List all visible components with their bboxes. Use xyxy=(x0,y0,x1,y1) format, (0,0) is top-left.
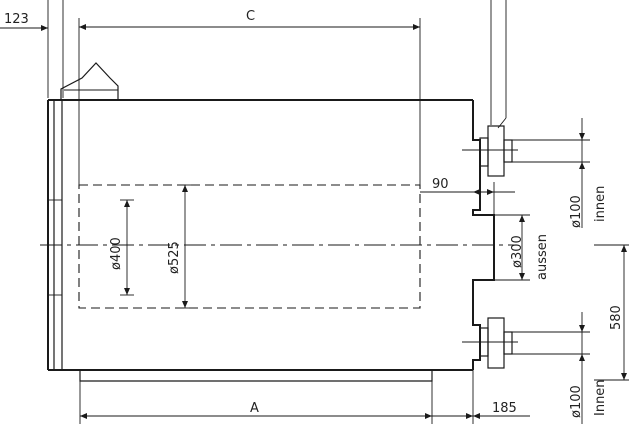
dim-580-label: 580 xyxy=(609,305,624,330)
dim-400-label: ø400 xyxy=(109,237,124,270)
dim-c: C xyxy=(62,0,421,185)
dim-a: A xyxy=(79,381,433,424)
dim-300-sub: aussen xyxy=(535,234,550,280)
dim-185: 185 xyxy=(432,370,530,424)
dim-123-label: 123 xyxy=(4,12,29,27)
dim-580: 580 xyxy=(594,244,629,381)
dim-300-label: ø300 xyxy=(510,235,525,268)
inner-cylinder-outline xyxy=(78,184,421,309)
dim-300: ø300 aussen xyxy=(494,214,550,281)
vent-stub xyxy=(60,62,119,100)
dim-400: ø400 xyxy=(109,199,134,296)
dim-100-top: ø100 innen xyxy=(504,118,608,228)
dim-525-label: ø525 xyxy=(167,241,182,274)
dim-100-bottom-sub: Innen xyxy=(593,379,608,416)
tank-body xyxy=(47,99,495,371)
dim-525: ø525 xyxy=(167,184,192,309)
dim-c-label: C xyxy=(246,9,255,24)
dim-100-top-label: ø100 xyxy=(569,195,584,228)
base-plate xyxy=(79,370,433,382)
pipe-flange-top xyxy=(462,125,518,177)
dim-90: 90 xyxy=(420,177,515,215)
dim-a-label: A xyxy=(250,401,259,416)
dim-100-bottom: ø100 Innen xyxy=(504,312,608,424)
pipe-flange-bottom xyxy=(462,317,518,369)
dim-90-label: 90 xyxy=(432,177,449,192)
dim-100-bottom-label: ø100 xyxy=(569,385,584,418)
dim-100-top-sub: innen xyxy=(593,186,608,222)
dim-123: 123 xyxy=(0,0,49,98)
dim-185-label: 185 xyxy=(492,401,517,416)
